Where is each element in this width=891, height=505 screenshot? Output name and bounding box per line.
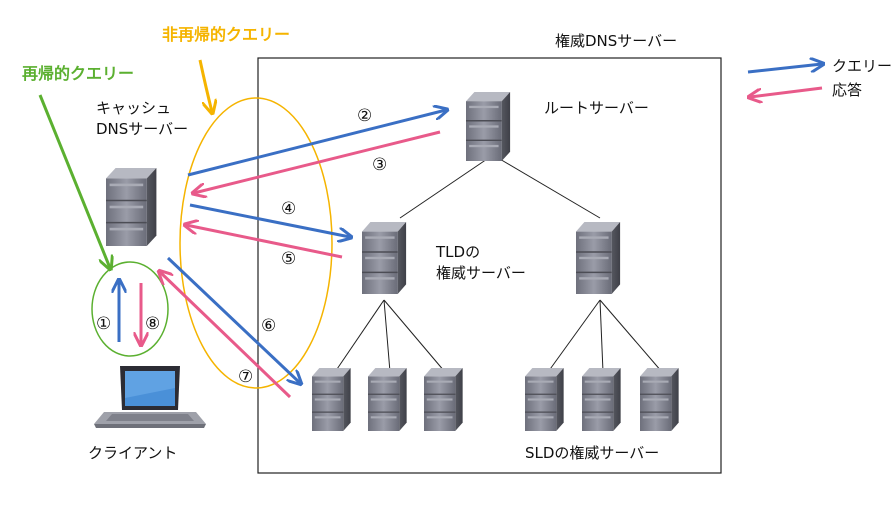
- authoritative-dns-label: 権威DNSサーバー: [555, 32, 678, 50]
- server-tree-lines: [334, 154, 663, 373]
- tld-server-2: [575, 221, 621, 295]
- client-laptop-icon: [94, 366, 206, 428]
- arrow-step-3: [194, 130, 441, 193]
- step-6-number: ⑥: [261, 316, 277, 336]
- authoritative-dns-box: [257, 57, 722, 474]
- non-recursive-query-pointer: [198, 59, 212, 112]
- arrow-step-2: [187, 110, 446, 177]
- arrow-step-5: [186, 225, 343, 259]
- sld-server-5: [581, 367, 622, 432]
- recursive-query-pointer: [38, 94, 110, 268]
- cache-dns-server: [105, 167, 158, 247]
- recursive-query-ellipse: [91, 261, 169, 357]
- step-2-number: ②: [357, 106, 373, 126]
- non-recursive-query-label: 非再帰的クエリー: [162, 25, 291, 44]
- step-4-number: ④: [281, 199, 297, 219]
- tld-label-line1: TLDの: [436, 243, 481, 261]
- sld-server-1: [311, 367, 352, 432]
- tld-label-line2: 権威サーバー: [436, 264, 526, 282]
- sld-server-2: [367, 367, 408, 432]
- step-7-number: ⑦: [238, 367, 254, 387]
- step-3-number: ③: [372, 155, 388, 175]
- step-1-number: ①: [96, 314, 112, 334]
- cache-dns-label-line2: DNSサーバー: [96, 120, 189, 138]
- cache-dns-label-line1: キャッシュ: [96, 99, 172, 117]
- arrow-step-4: [189, 203, 350, 237]
- recursive-query-label: 再帰的クエリー: [22, 64, 135, 83]
- legend-query-arrow: [747, 64, 822, 74]
- arrow-step-7: [160, 272, 292, 399]
- legend-query-label: クエリー: [832, 57, 891, 75]
- client-label: クライアント: [88, 444, 178, 462]
- legend-response-arrow: [750, 86, 823, 97]
- step-8-number: ⑧: [145, 314, 161, 334]
- sld-server-6: [639, 367, 680, 432]
- root-server: [465, 91, 511, 162]
- sld-server-label: SLDの権威サーバー: [525, 444, 660, 462]
- legend-response-label: 応答: [832, 81, 863, 99]
- sld-server-4: [524, 367, 565, 432]
- step-5-number: ⑤: [281, 249, 297, 269]
- root-server-label: ルートサーバー: [544, 99, 649, 117]
- arrow-step-6: [166, 256, 300, 383]
- sld-server-3: [423, 367, 464, 432]
- tld-server: [361, 221, 407, 295]
- non-recursive-query-ellipse: [179, 97, 333, 389]
